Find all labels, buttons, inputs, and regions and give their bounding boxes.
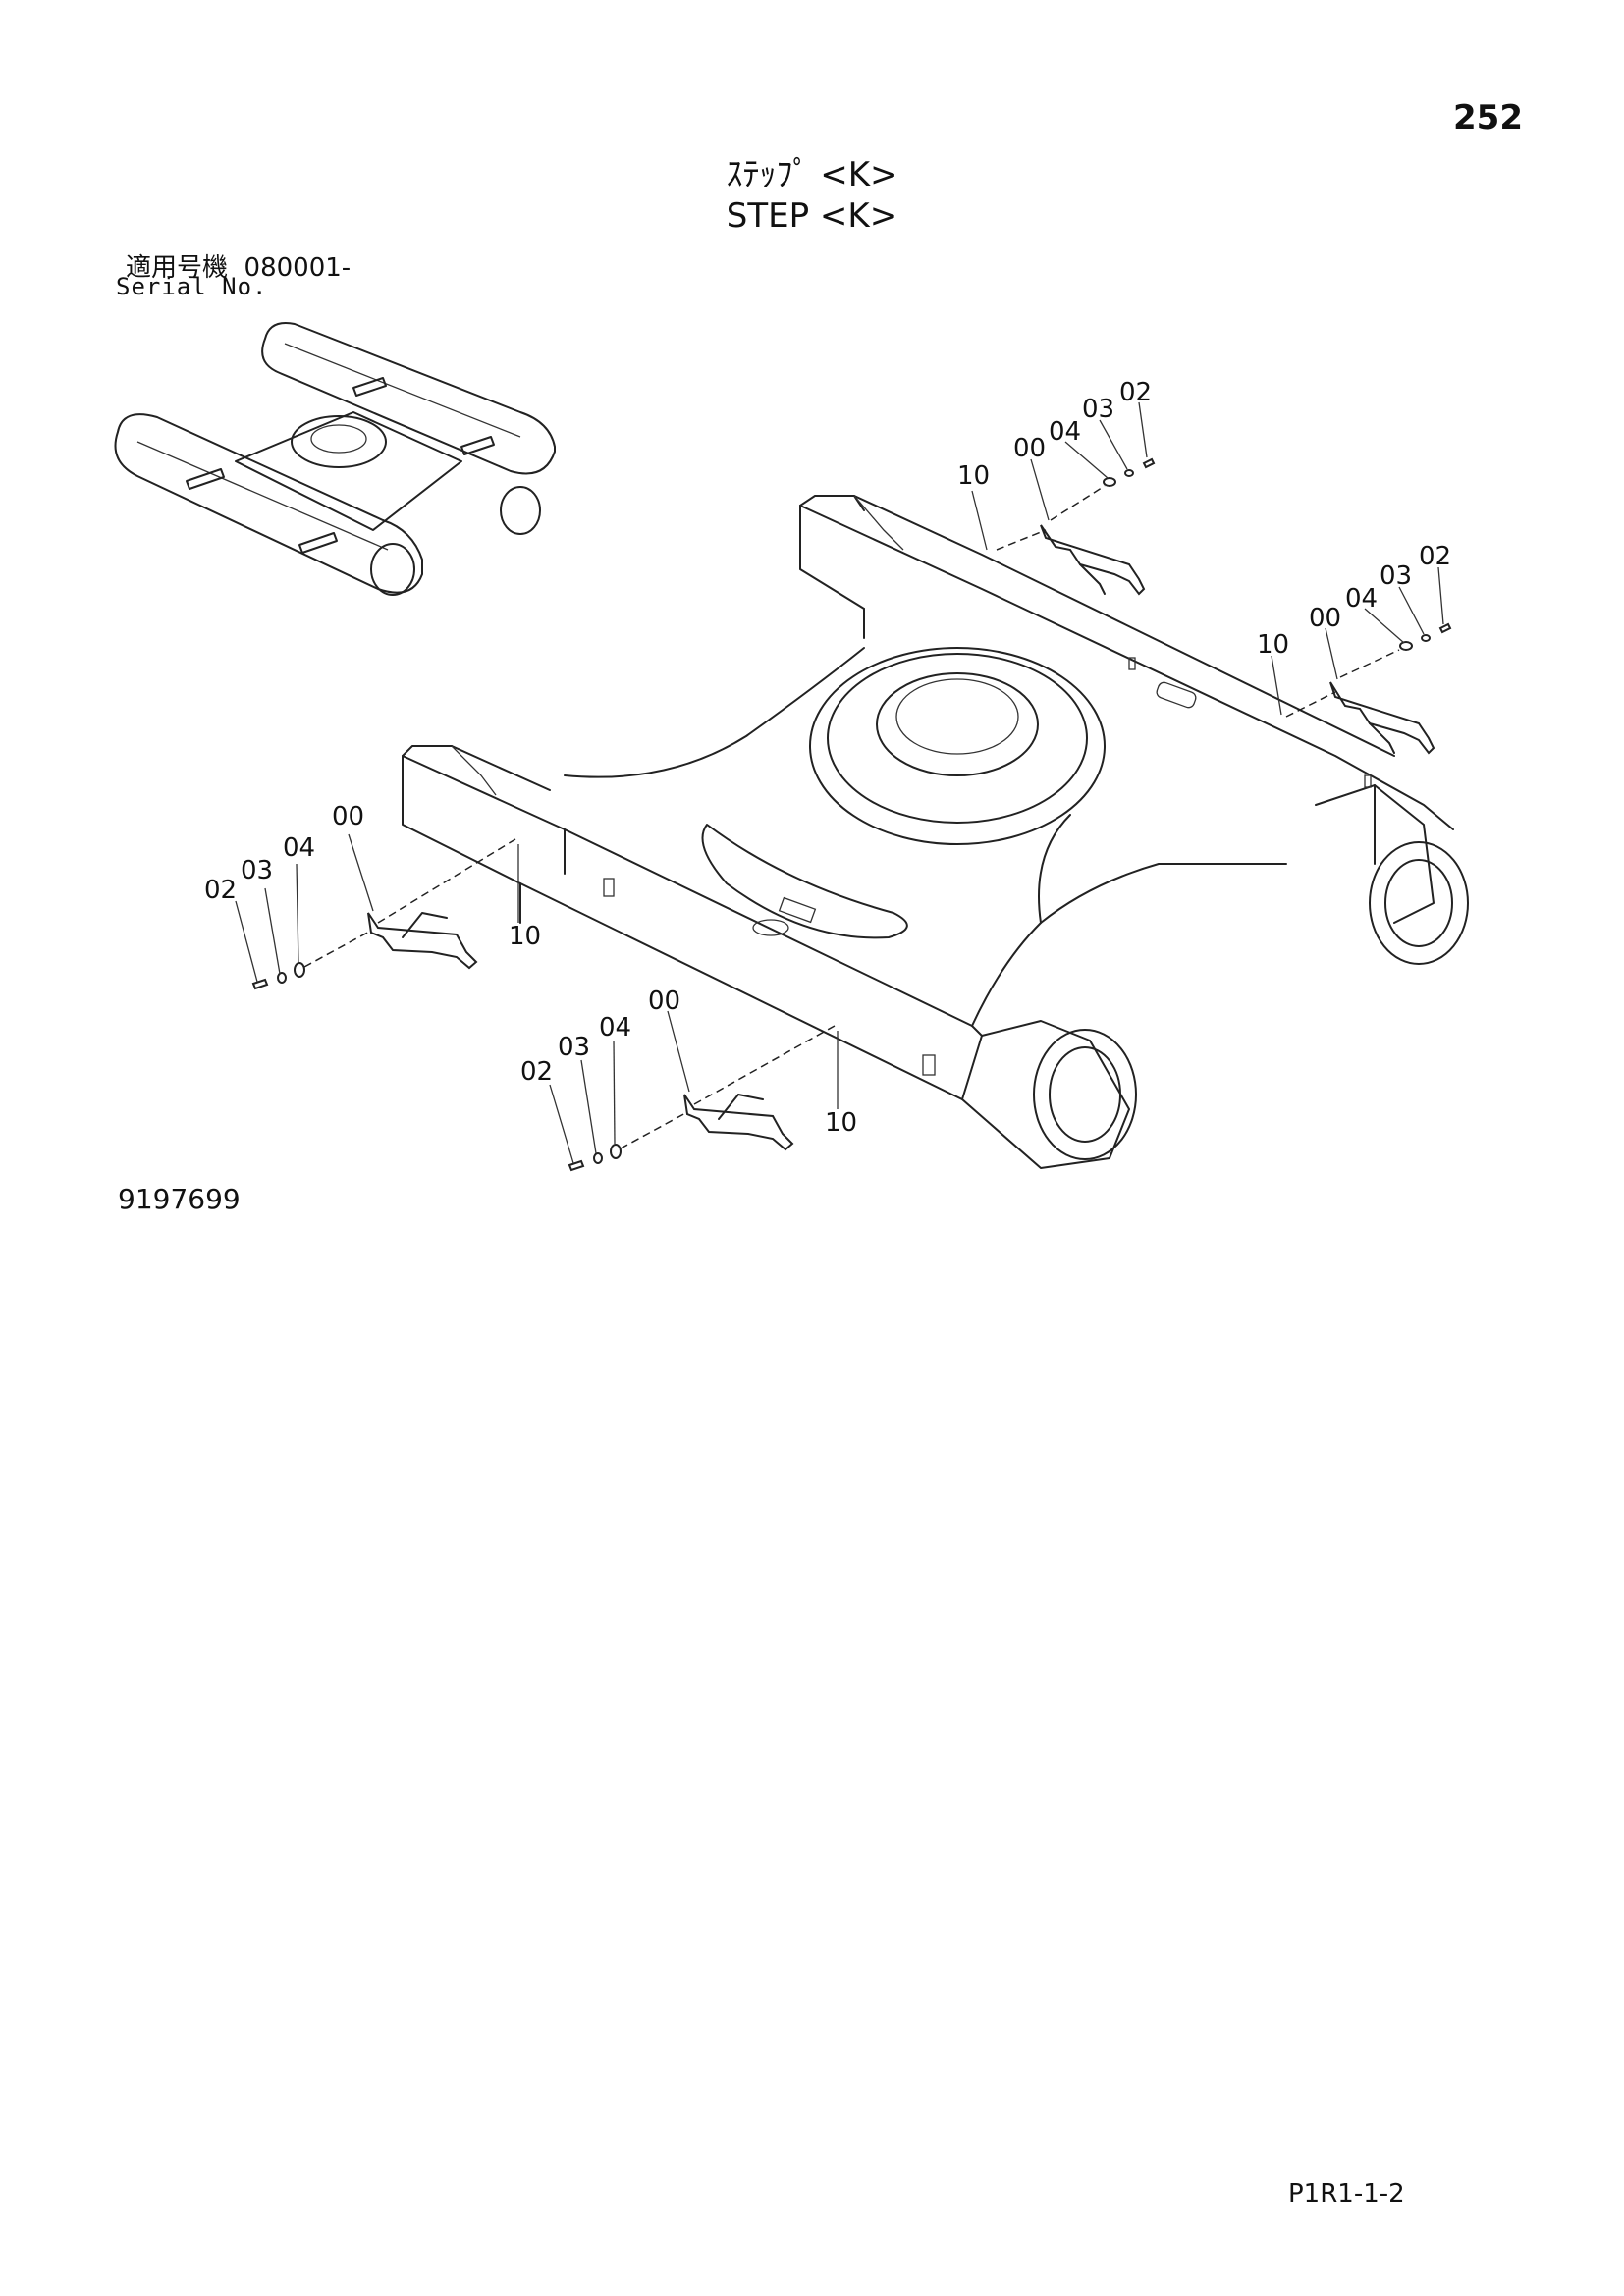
callout-number: 04	[283, 833, 315, 863]
step-bracket-top-right	[996, 457, 1156, 596]
callout-number: 04	[1345, 584, 1378, 614]
overview-undercarriage-thumbnail	[114, 322, 556, 596]
callout-number: 00	[1013, 434, 1046, 463]
callout-number: 00	[648, 987, 680, 1016]
callout-number: 00	[1309, 604, 1341, 633]
callout-number: 03	[1380, 561, 1412, 591]
step-bracket-left	[251, 838, 516, 990]
page-title-english: STEP <K>	[726, 196, 898, 236]
callout-number: 03	[241, 856, 273, 885]
track-frame-main-drawing	[402, 495, 1469, 1169]
callout-number: 04	[1049, 417, 1081, 447]
callout-number: 02	[1419, 542, 1451, 571]
callout-number: 03	[558, 1033, 590, 1062]
callout-number: 04	[599, 1013, 631, 1042]
callout-number: 00	[332, 802, 364, 831]
serial-label-japanese: 適用号機 080001-	[126, 247, 351, 284]
callout-number: 10	[957, 461, 990, 491]
callout-number: 10	[1257, 630, 1289, 660]
callout-number: 10	[509, 922, 541, 951]
figure-id: 9197699	[118, 1183, 241, 1215]
page-title-japanese: ｽﾃｯﾌﾟ <K>	[726, 155, 898, 194]
callout-number: 03	[1082, 395, 1114, 424]
page-number: 252	[1453, 98, 1523, 137]
serial-label-jp-text: 適用号機	[126, 253, 229, 283]
serial-label-english: Serial No.	[116, 273, 268, 300]
callout-number: 02	[204, 876, 237, 905]
step-bracket-bottom	[568, 1025, 836, 1172]
step-bracket-right	[1285, 622, 1452, 755]
callout-leaders	[235, 401, 1444, 1164]
callout-number: 02	[520, 1057, 553, 1087]
serial-number-value: 080001-	[244, 253, 352, 283]
callout-number: 10	[825, 1108, 857, 1138]
sheet-reference: P1R1-1-2	[1288, 2179, 1405, 2209]
callout-number: 02	[1119, 378, 1152, 407]
callout-labels: 10 00 04 03 02 10 00 04 03 02 02 03 04 0…	[204, 378, 1451, 1138]
